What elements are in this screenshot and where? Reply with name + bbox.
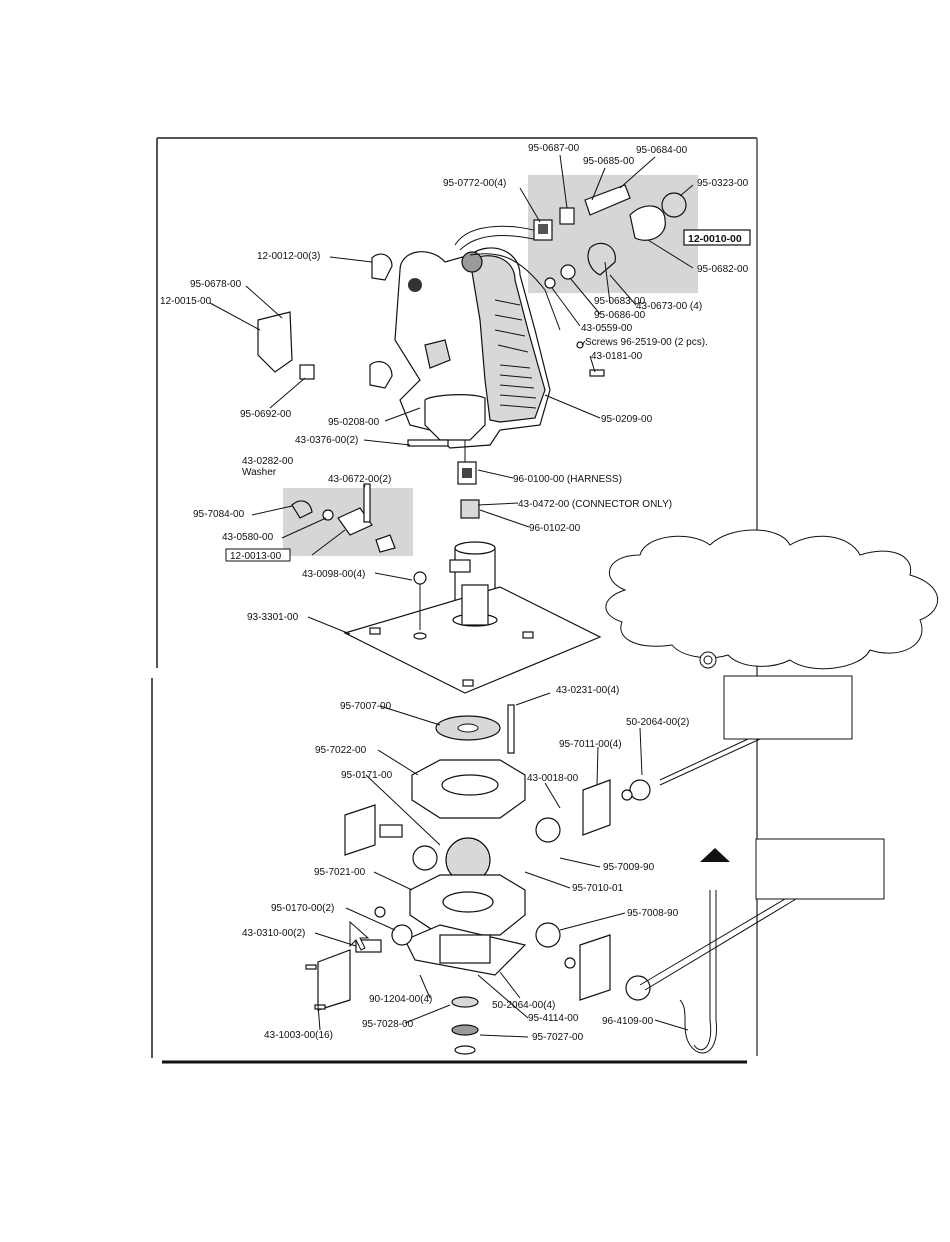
label-12-0015: 12-0015-00: [160, 296, 212, 307]
base-plate-assembly: [343, 541, 602, 694]
label-95-7007: 95-7007-00: [340, 701, 392, 712]
leader-lines: [209, 154, 694, 1038]
label-43-0018: 43-0018-00: [527, 773, 579, 784]
label-43-0673: 43-0673-00 (4): [636, 301, 702, 312]
label-95-0171: 95-0171-00: [341, 770, 393, 781]
label-95-7009: 95-7009-90: [603, 862, 655, 873]
label-95-7028: 95-7028-00: [362, 1019, 414, 1030]
label-90-1204: 90-1204-00(4): [369, 994, 432, 1005]
label-95-7084: 95-7084-00: [193, 509, 245, 520]
label-43-0282: 43-0282-00: [242, 456, 294, 467]
gimbal-assembly: [305, 704, 651, 1055]
label-43-0559: 43-0559-00: [581, 323, 633, 334]
callout-box-1: [723, 675, 853, 740]
label-12-0012: 12-0012-00(3): [257, 251, 320, 262]
label-50-2064-b: 50-2064-00(4): [492, 1000, 555, 1011]
cable-96-4109: [679, 890, 717, 1054]
label-43-1003: 43-1003-00(16): [264, 1030, 333, 1041]
part-labels: 95-0687-00 95-0685-00 95-0684-00 95-0772…: [160, 143, 751, 1043]
label-95-7008: 95-7008-90: [627, 908, 679, 919]
label-43-0310: 43-0310-00(2): [242, 928, 305, 939]
label-95-0682: 95-0682-00: [697, 264, 749, 275]
label-43-0181: 43-0181-00: [591, 351, 643, 362]
label-12-0013: 12-0013-00: [230, 551, 282, 562]
label-95-7021: 95-7021-00: [314, 867, 366, 878]
label-95-0209: 95-0209-00: [601, 414, 653, 425]
label-95-0684: 95-0684-00: [636, 145, 688, 156]
label-96-4109: 96-4109-00: [602, 1016, 654, 1027]
label-95-0772: 95-0772-00(4): [443, 178, 506, 189]
label-95-7010: 95-7010-01: [572, 883, 624, 894]
label-95-0323: 95-0323-00: [697, 178, 749, 189]
label-95-0686: 95-0686-00: [594, 310, 646, 321]
label-95-7022: 95-7022-00: [315, 745, 367, 756]
label-washer: Washer: [242, 467, 277, 478]
label-screws: Screws 96-2519-00 (2 pcs).: [585, 337, 708, 348]
label-50-2064-a: 50-2064-00(2): [626, 717, 689, 728]
label-43-0231: 43-0231-00(4): [556, 685, 619, 696]
label-95-0208: 95-0208-00: [328, 417, 380, 428]
label-95-0685: 95-0685-00: [583, 156, 635, 167]
callout-box-2: [755, 838, 885, 900]
label-93-3301: 93-3301-00: [247, 612, 299, 623]
label-95-7027: 95-7027-00: [532, 1032, 584, 1043]
triangle-icon: [700, 848, 730, 862]
mouse-pointer-icon: [349, 920, 370, 951]
label-95-0687: 95-0687-00: [528, 143, 580, 154]
label-95-0692: 95-0692-00: [240, 409, 292, 420]
joystick-handle: [394, 225, 561, 519]
cloud-callout: [605, 529, 938, 670]
label-43-0580: 43-0580-00: [222, 532, 274, 543]
label-43-0098: 43-0098-00(4): [302, 569, 365, 580]
label-96-0100: 96-0100-00 (HARNESS): [513, 474, 622, 485]
label-95-0170: 95-0170-00(2): [271, 903, 334, 914]
label-43-0472: 43-0472-00 (CONNECTOR ONLY): [518, 499, 672, 510]
left-button-parts: [291, 483, 396, 553]
label-12-0010: 12-0010-00: [688, 233, 742, 245]
label-box-12-0013: [225, 548, 291, 562]
callout-pointer-2: [639, 898, 797, 991]
left-trigger-parts: [257, 253, 449, 447]
label-95-0683: 95-0683-00: [594, 296, 646, 307]
label-43-0376: 43-0376-00(2): [295, 435, 358, 446]
label-95-4114: 95-4114-00: [528, 1013, 579, 1024]
callout-pointer-1: [659, 738, 761, 786]
label-95-0678: 95-0678-00: [190, 279, 242, 290]
label-box-12-0010: [683, 229, 751, 246]
top-switch-parts: [533, 184, 687, 377]
label-43-0672: 43-0672-00(2): [328, 474, 391, 485]
label-95-7011: 95-7011-00(4): [559, 739, 622, 750]
label-96-0102: 96-0102-00: [529, 523, 581, 534]
